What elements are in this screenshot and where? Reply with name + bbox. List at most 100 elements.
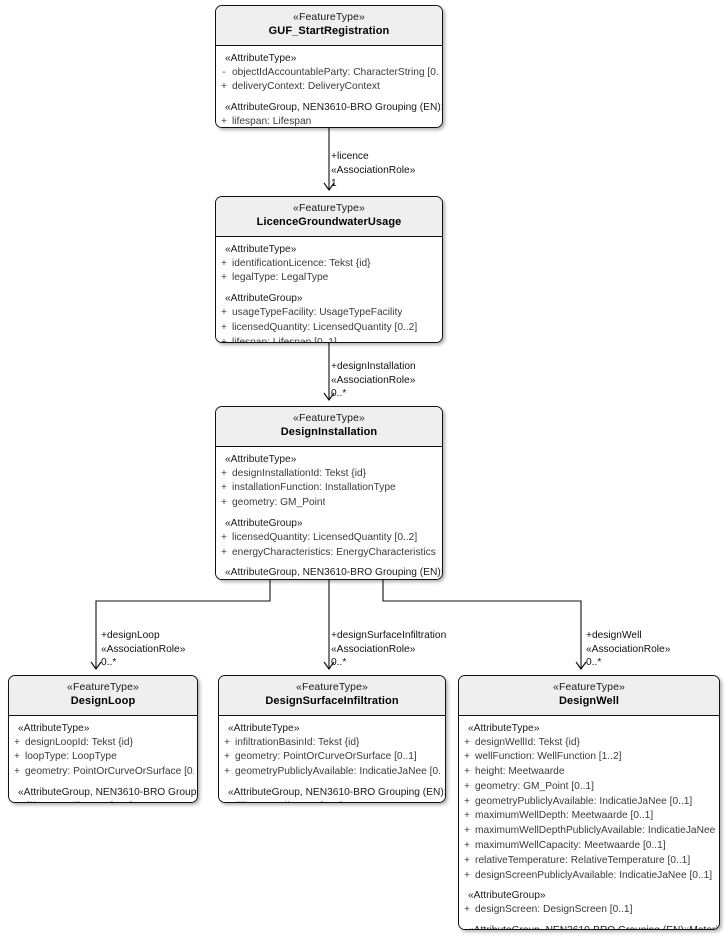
attribute-signature: deliveryContext: DeliveryContext [232,81,380,93]
class-stereotype: «FeatureType» [293,11,365,23]
class-attributes-guf-startregistration: «AttributeType» -objectIdAccountableParty… [216,45,442,128]
attribute-row[interactable]: +lifespan: Lifespan [0..1] [216,336,442,343]
attribute-row[interactable]: +infiltrationBasinId: Tekst {id} [219,736,445,751]
class-box-designinstallation[interactable]: «FeatureType»DesignInstallation«Attribut… [215,406,443,580]
attribute-row[interactable]: + identificationLicence: Tekst {id} [216,257,442,272]
attribute-row[interactable]: +legalType: LegalType [216,271,442,286]
attribute-row[interactable]: +energyCharacteristics: EnergyCharacteri… [216,546,442,561]
attribute-row[interactable]: +geometry: PointOrCurveOrSurface [0..1] [219,750,445,765]
attribute-group-label: «AttributeGroup» [225,517,303,529]
attribute-row[interactable]: +usageTypeFacility: UsageTypeFacility [216,306,442,321]
attribute-row[interactable]: +wellFunction: WellFunction [1..2] [459,750,719,765]
attribute-group-label: «AttributeType» [18,722,90,734]
association-multiplicity: 0..* [331,388,347,400]
attribute-visibility: + [221,307,227,319]
association-stereotype: «AssociationRole» [331,164,416,176]
attribute-signature: lifespan: Lifespan [0..1] [232,336,337,343]
attribute-group-label: «AttributeGroup, NEN3610-BRO Grouping (E… [225,102,442,114]
attribute-group-label: «AttributeGroup» [468,890,546,902]
attribute-row[interactable]: + licensedQuantity: LicensedQuantity [0..… [216,321,442,336]
association-label-assoc-designloop[interactable]: +designLoop«AssociationRole»0..* [101,629,185,670]
class-attributes-licencegroundwaterusage: «AttributeType»+identificationLicence: T… [216,236,442,343]
class-attributes-designsurfaceinfiltration: «AttributeType» +infiltrationBasinId: Tek… [219,715,445,802]
class-header-designinstallation: «FeatureType»DesignInstallation [216,407,442,447]
attribute-visibility: + [464,839,470,851]
attribute-group-label: «AttributeType» [228,722,300,734]
class-box-licencegroundwaterusage[interactable]: «FeatureType»LicenceGroundwaterUsage«Att… [215,196,443,343]
attribute-signature: /lifespan: Lifespan [0..1] [235,800,343,802]
class-header-designsurfaceinfiltration: «FeatureType»DesignSurfaceInfiltration [219,676,445,716]
attribute-row[interactable]: -objectIdAccountableParty: CharacterStri… [216,66,442,81]
association-label-assoc-designinstallation[interactable]: +designInstallation«AssociationRole»0..* [331,360,416,401]
attribute-visibility: + [221,81,227,93]
attribute-row[interactable]: +geometry: PointOrCurveOrSurface [0..1] [9,765,197,780]
association-label-assoc-designwell[interactable]: +designWell«AssociationRole»0..* [586,629,670,670]
association-label-assoc-designsurfaceinfiltration[interactable]: +designSurfaceInfiltration«AssociationRo… [331,629,446,670]
attribute-row[interactable]: +geometry: GM_Point [0..1] [459,780,719,795]
attribute-group-label: «AttributeType» [225,52,297,64]
attribute-signature: designWellId: Tekst {id} [475,736,580,748]
class-box-guf-startregistration[interactable]: «FeatureType» GUF_StartRegistration «Attri… [215,5,443,128]
attribute-visibility: + [221,272,227,284]
attribute-row[interactable]: +licensedQuantity: LicensedQuantity [0..… [216,531,442,546]
attribute-visibility: + [221,116,227,128]
class-attributes-designloop: «AttributeType» +designLoopId: Tekst {id}… [9,715,197,802]
attribute-signature: identificationLicence: Tekst {id} [232,257,371,269]
attribute-row[interactable]: +geometry: GM_Point [216,496,442,511]
attribute-visibility: + [224,751,230,763]
class-box-designloop[interactable]: «FeatureType» DesignLoop «AttributeType» +d… [8,675,198,803]
attribute-row[interactable]: + designScreen: DesignScreen [0..1] [459,903,719,918]
attribute-row[interactable]: +designScreenPubliclyAvailable: Indicati… [459,869,719,884]
attribute-row[interactable]: +/lifespan: Lifespan [0..1] [9,800,197,802]
attribute-signature: relativeTemperature: RelativeTemperature… [475,854,691,866]
attribute-visibility: + [221,321,227,333]
class-box-designsurfaceinfiltration[interactable]: «FeatureType»DesignSurfaceInfiltration«A… [218,675,446,803]
association-multiplicity: 0..* [586,657,602,669]
class-box-designwell[interactable]: «FeatureType»DesignWell«AttributeType»+d… [458,675,720,930]
association-role-name: +designLoop [101,630,160,641]
attribute-row[interactable]: +/lifespan: Lifespan [0..1] [219,800,445,802]
attribute-signature: designLoopId: Tekst {id} [25,736,133,748]
class-name: DesignLoop [70,695,136,708]
class-stereotype: «FeatureType» [67,681,139,693]
class-name: DesignWell [558,695,620,708]
attribute-row[interactable]: +designInstallationId: Tekst {id} [216,467,442,482]
attribute-signature: geometryPubliclyAvailable: IndicatieJaNe… [475,795,693,807]
attribute-row[interactable]: +designWellId: Tekst {id} [459,736,719,751]
attribute-signature: objectIdAccountableParty: CharacterStrin… [232,66,439,78]
attribute-row[interactable]: +geometryPubliclyAvailable: IndicatieJaN… [459,795,719,810]
attribute-row[interactable]: +designLoopId: Tekst {id} [9,736,197,751]
attribute-row[interactable]: +installationFunction: InstallationType [216,481,442,496]
attribute-row[interactable]: +maximumWellDepthPubliclyAvailable: Indi… [459,824,719,839]
attribute-signature: geometry: PointOrCurveOrSurface [0..1] [25,766,194,778]
attribute-visibility: + [224,766,230,778]
association-label-assoc-licence[interactable]: +licence«AssociationRole»1 [331,150,415,191]
attribute-row[interactable]: +maximumWellCapacity: Meetwaarde [0..1] [459,839,719,854]
attribute-group-label: «AttributeGroup» [225,293,303,305]
class-name: GUF_StartRegistration [268,25,390,38]
attribute-visibility: + [464,810,470,822]
attribute-row[interactable]: + deliveryContext: DeliveryContext [216,80,442,95]
attribute-visibility: - [222,66,226,78]
attribute-row[interactable]: +loopType: LoopType [9,750,197,765]
class-attributes-designinstallation: «AttributeType»+designInstallationId: Te… [216,446,442,579]
attribute-row[interactable]: +lifespan: Lifespan [216,115,442,128]
attribute-visibility: + [464,904,470,916]
class-attributes-designwell: «AttributeType»+designWellId: Tekst {id}… [459,715,719,929]
attribute-row[interactable]: +relativeTemperature: RelativeTemperatur… [459,854,719,869]
attribute-visibility: + [221,257,227,269]
attribute-signature: geometry: GM_Point [0..1] [475,780,594,792]
attribute-signature: licensedQuantity: LicensedQuantity [0..2… [232,321,418,333]
attribute-signature: designScreen: DesignScreen [0..1] [475,904,633,916]
association-role-name: +designSurfaceInfiltration [331,630,447,641]
attribute-row[interactable]: +geometryPubliclyAvailable: IndicatieJaN… [219,765,445,780]
class-header-licencegroundwaterusage: «FeatureType»LicenceGroundwaterUsage [216,197,442,237]
association-stereotype: «AssociationRole» [586,643,671,655]
attribute-row[interactable]: +height: Meetwaarde [459,765,719,780]
class-stereotype: «FeatureType» [293,202,365,214]
attribute-visibility: + [464,766,470,778]
class-header-guf-startregistration: «FeatureType» GUF_StartRegistration [216,6,442,46]
attribute-row[interactable]: +maximumWellDepth: Meetwaarde [0..1] [459,809,719,824]
association-role-name: +licence [331,151,369,162]
